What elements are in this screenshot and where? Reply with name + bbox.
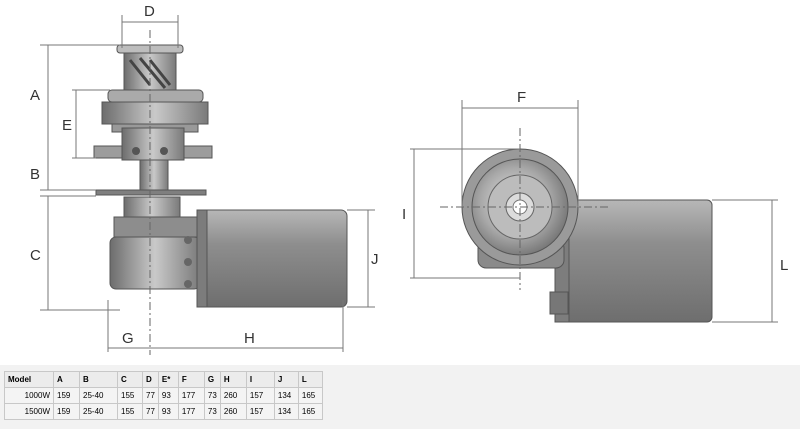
table-cell: 177	[177, 403, 205, 420]
column-header-b: B	[79, 371, 118, 388]
table-cell: 159	[53, 387, 80, 404]
column-header-a: A	[53, 371, 80, 388]
side-view	[40, 15, 375, 355]
technical-drawing: D A E B C J G H F I L	[0, 0, 800, 365]
table-cell: 134	[273, 403, 299, 420]
column-header-j: J	[273, 371, 299, 388]
table-cell: 73	[203, 387, 221, 404]
dim-label-c: C	[30, 247, 41, 264]
dim-label-d: D	[144, 3, 155, 20]
column-header-c: C	[117, 371, 143, 388]
column-header-e: E*	[157, 371, 179, 388]
table-row: 1500W 159 25-40 155 77 93 177 73 260 157…	[4, 403, 323, 420]
table-cell: 165	[297, 403, 323, 420]
column-header-f: F	[177, 371, 205, 388]
dimensions-table: Model A B C D E* F G H I J L 1000W 159 2…	[4, 371, 323, 420]
dim-label-f: F	[517, 89, 527, 106]
table-cell: 77	[142, 387, 159, 404]
table-cell: 134	[273, 387, 299, 404]
table-cell: 260	[219, 387, 247, 404]
table-cell: 260	[219, 403, 247, 420]
table-cell: 93	[157, 387, 179, 404]
dim-label-a: A	[30, 87, 41, 104]
table-header-row: Model A B C D E* F G H I J L	[4, 371, 323, 388]
dim-label-l: L	[780, 257, 789, 274]
table-cell: 155	[117, 403, 143, 420]
table-cell: 73	[203, 403, 221, 420]
column-header-i: I	[245, 371, 275, 388]
top-view	[410, 100, 778, 323]
table-cell: 93	[157, 403, 179, 420]
column-header-h: H	[219, 371, 247, 388]
table-cell: 77	[142, 403, 159, 420]
windlass-drawing	[40, 15, 778, 355]
dim-label-i: I	[402, 206, 407, 223]
dim-label-g: G	[122, 330, 134, 347]
table-cell: 157	[245, 387, 275, 404]
table-cell: 159	[53, 403, 80, 420]
dim-label-h: H	[244, 330, 255, 347]
dim-label-e: E	[62, 117, 73, 134]
column-header-l: L	[297, 371, 323, 388]
table-cell: 155	[117, 387, 143, 404]
dim-label-b: B	[30, 166, 41, 183]
table-cell: 1500W	[4, 403, 54, 420]
table-cell: 25-40	[79, 403, 118, 420]
table-row: 1000W 159 25-40 155 77 93 177 73 260 157…	[4, 387, 323, 404]
column-header-g: G	[203, 371, 221, 388]
column-header-d: D	[142, 371, 159, 388]
table-cell: 157	[245, 403, 275, 420]
dim-label-j: J	[371, 251, 379, 268]
column-header-model: Model	[4, 371, 54, 388]
table-cell: 177	[177, 387, 205, 404]
table-cell: 25-40	[79, 387, 118, 404]
table-cell: 1000W	[4, 387, 54, 404]
table-cell: 165	[297, 387, 323, 404]
